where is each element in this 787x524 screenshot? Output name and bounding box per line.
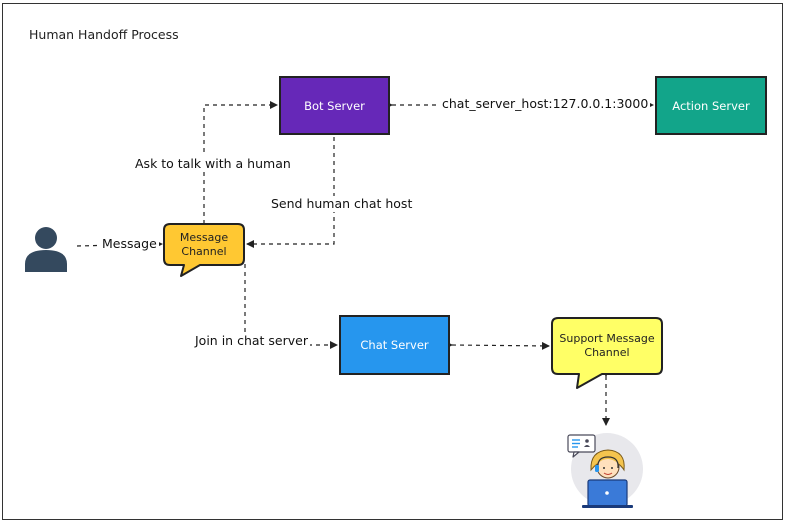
message-channel-bubble xyxy=(163,223,245,277)
action-server-label: Action Server xyxy=(672,98,750,113)
message-channel-line1: Message xyxy=(179,230,229,244)
edge-label-message: Message xyxy=(100,236,159,252)
edge-label-ask: Ask to talk with a human xyxy=(133,156,293,172)
diagram-title: Human Handoff Process xyxy=(29,27,179,42)
support-agent-icon xyxy=(567,433,643,508)
support-channel-line1: Support Message xyxy=(559,332,655,345)
message-channel-label: Message Channel xyxy=(164,224,244,265)
user-icon xyxy=(25,227,67,272)
support-channel-line2: Channel xyxy=(584,346,630,359)
support-channel-label: Support Message Channel xyxy=(552,318,662,374)
chat-server-node: Chat Server xyxy=(339,315,450,375)
support-channel-bubble xyxy=(551,317,663,389)
edge-label-send: Send human chat host xyxy=(269,196,415,212)
edge-chat-support xyxy=(444,340,550,350)
bot-server-node: Bot Server xyxy=(279,76,390,135)
edge-label-join: Join in chat server xyxy=(193,333,310,349)
bot-server-label: Bot Server xyxy=(304,98,365,113)
chat-server-label: Chat Server xyxy=(360,338,429,352)
diagram-frame xyxy=(2,3,783,520)
edge-bot-to-channel xyxy=(246,137,335,248)
edge-label-host: chat_server_host:127.0.0.1:3000 xyxy=(440,96,651,112)
action-server-node: Action Server xyxy=(655,76,767,135)
message-channel-line2: Channel xyxy=(181,244,227,258)
